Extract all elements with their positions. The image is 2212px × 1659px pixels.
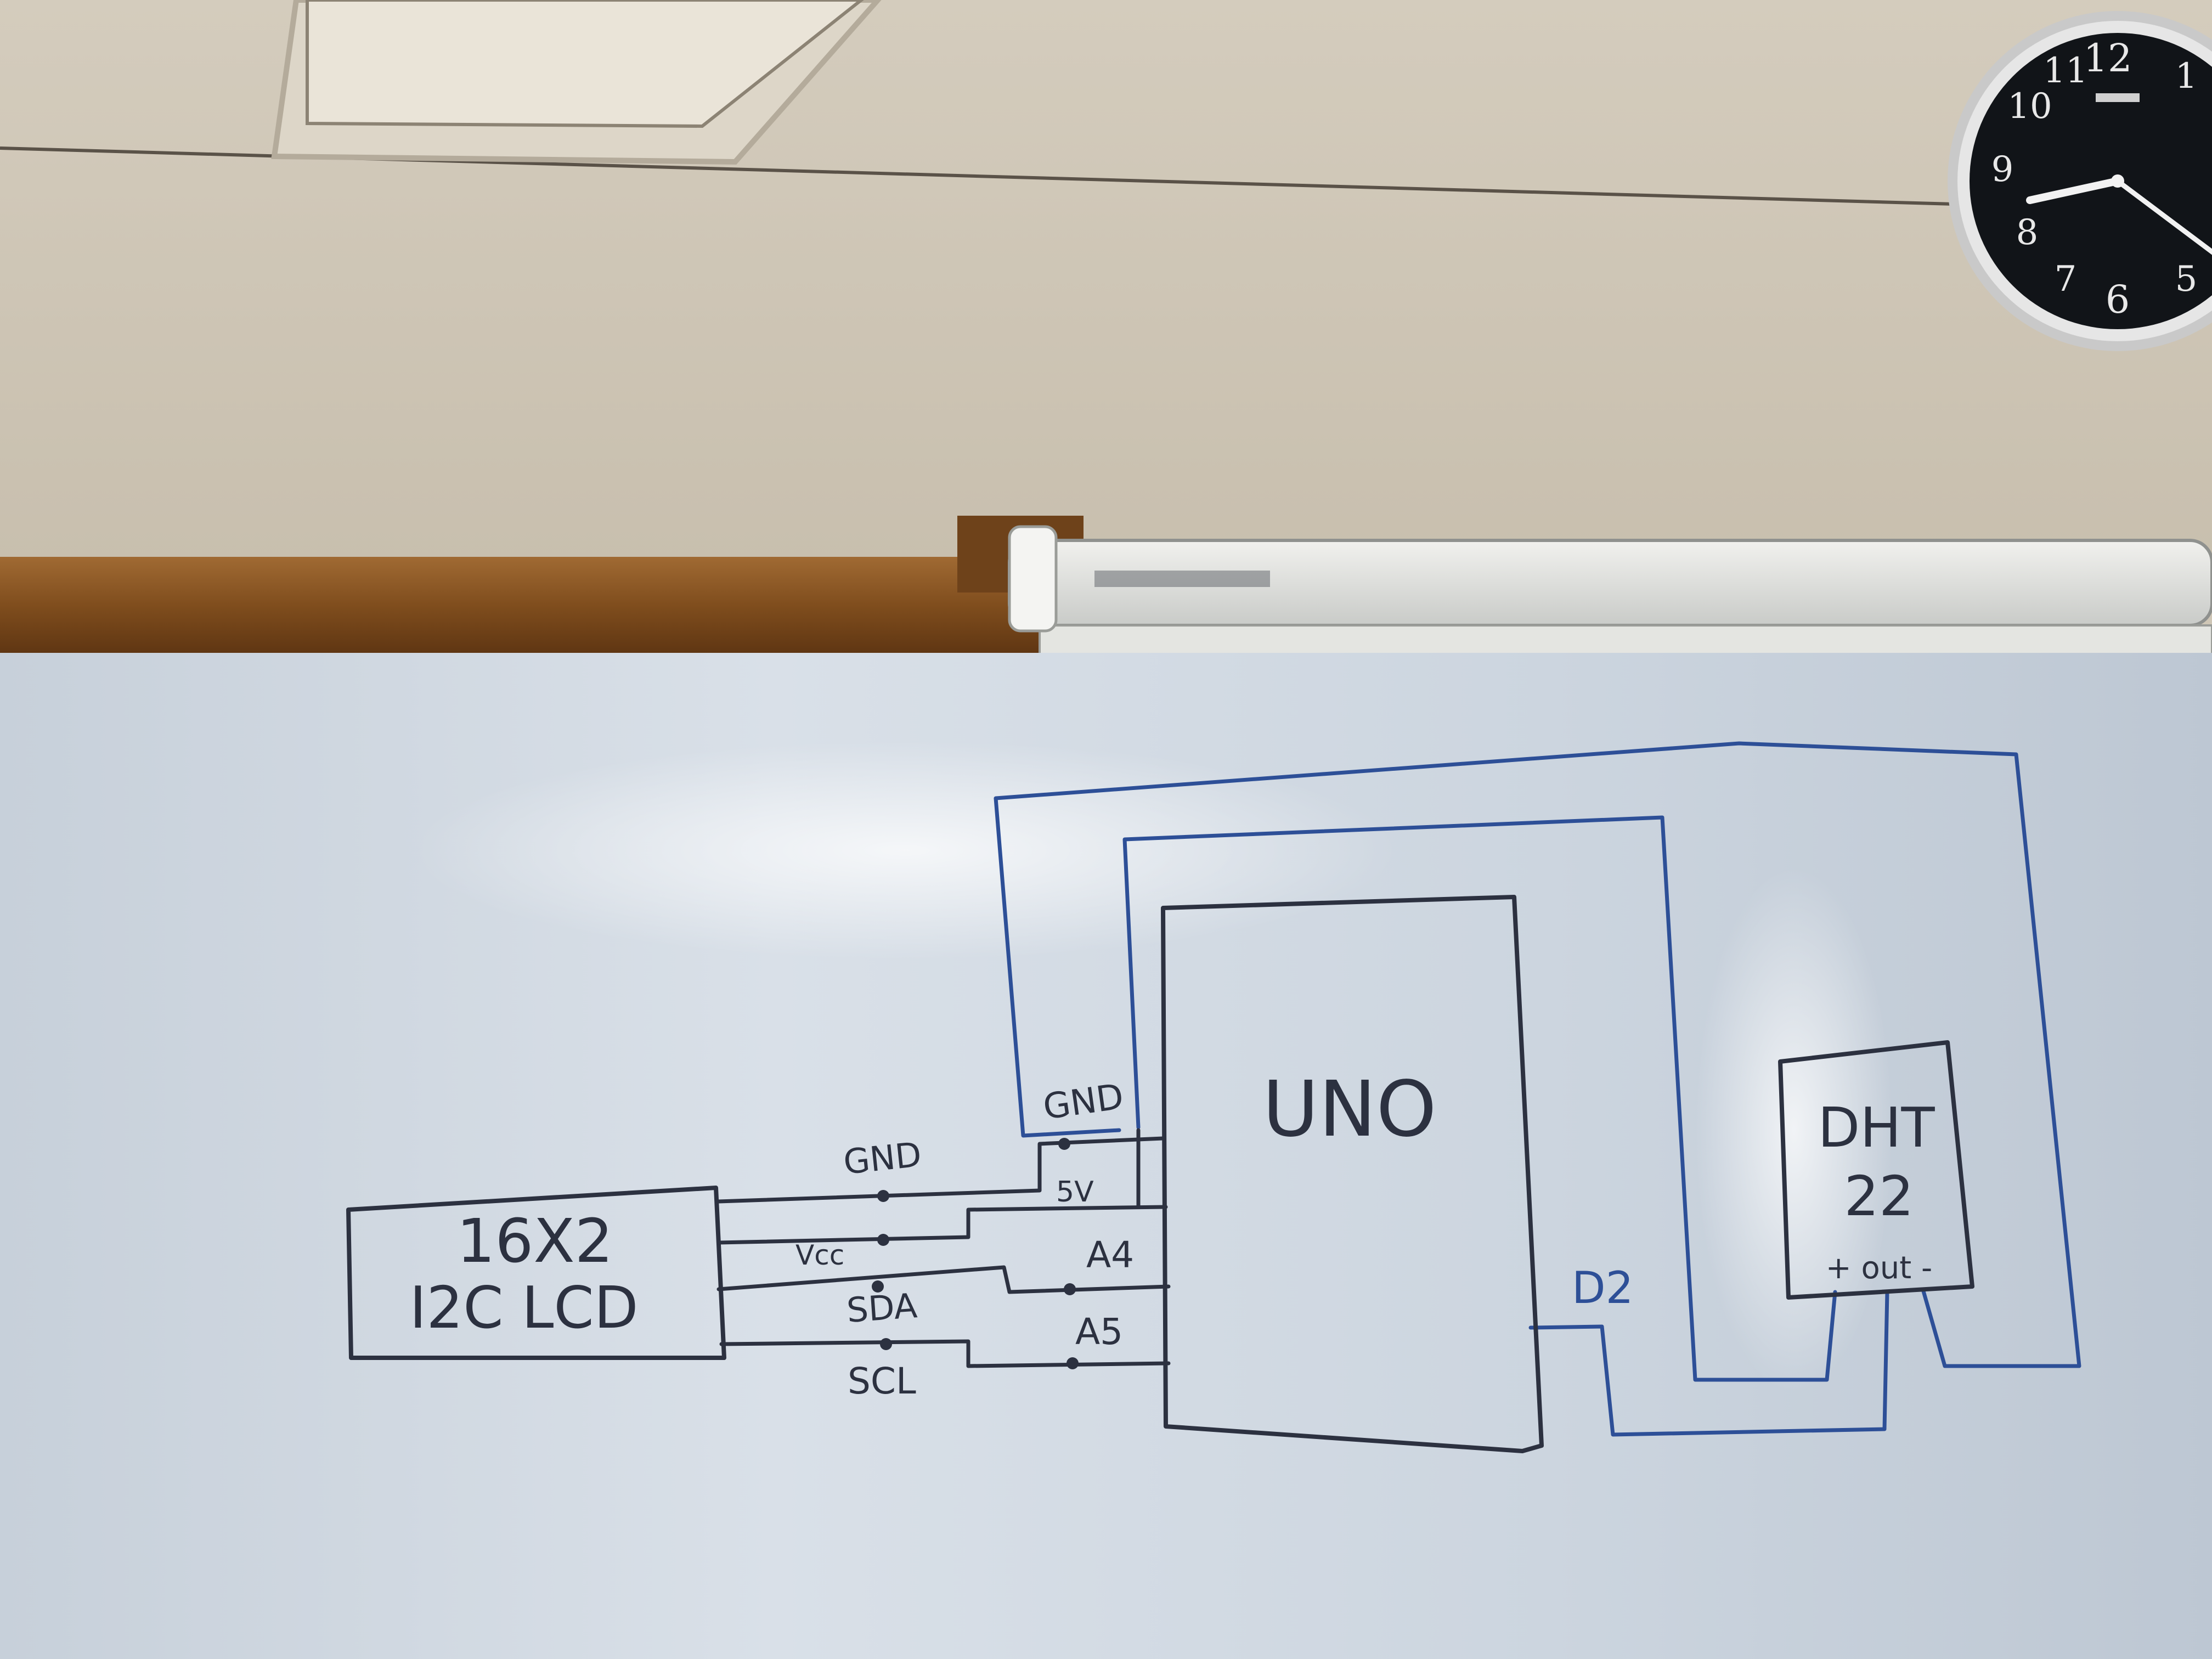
- dht-pin-labels: + out -: [1826, 1250, 1932, 1286]
- wire-label-sda: SDA: [845, 1285, 918, 1330]
- wire-label-vcc: Vcc: [795, 1239, 844, 1271]
- pin-label-5v: 5V: [1056, 1176, 1094, 1209]
- clock-numeral: 10: [2007, 86, 2052, 127]
- clock-numeral: 8: [2016, 212, 2039, 253]
- clock-numeral: 1: [2175, 56, 2198, 97]
- ceiling-vent: [271, 0, 882, 165]
- clock-numeral: 9: [1991, 149, 2014, 190]
- wall-clock: 12 1 5 6 7 8 9 10 11: [1948, 11, 2212, 351]
- dht-label-line1: DHT: [1818, 1096, 1935, 1160]
- clock-numeral: 6: [2106, 277, 2130, 322]
- lcd-module: [346, 1186, 726, 1360]
- projector-screen-housing: [1008, 525, 2212, 662]
- wire-junctions: [872, 1138, 1079, 1369]
- lcd-label-line1: 16X2: [456, 1206, 613, 1276]
- clock-numeral: 12: [2083, 36, 2132, 81]
- glare: [411, 741, 1399, 960]
- dht-label-line2: 22: [1844, 1164, 1914, 1228]
- pin-label-a4: A4: [1086, 1234, 1134, 1276]
- clock-numeral: 5: [2175, 259, 2198, 300]
- wire-label-gnd: GND: [842, 1134, 923, 1182]
- blue-wires: [994, 741, 2081, 1437]
- wire-label-scl: SCL: [848, 1360, 916, 1402]
- wood-trim: [0, 557, 1042, 656]
- uno-label: UNO: [1262, 1065, 1436, 1154]
- pin-label-a5: A5: [1075, 1311, 1123, 1353]
- pin-label-d2: D2: [1572, 1262, 1634, 1313]
- clock-numeral: 7: [2055, 259, 2077, 300]
- dht22-sensor: [1778, 1040, 1974, 1300]
- uno-board: [1161, 895, 1544, 1453]
- clock-numeral: 11: [2043, 50, 2087, 91]
- glare: [1695, 867, 1893, 1393]
- lcd-label-line2: I2C LCD: [409, 1274, 638, 1341]
